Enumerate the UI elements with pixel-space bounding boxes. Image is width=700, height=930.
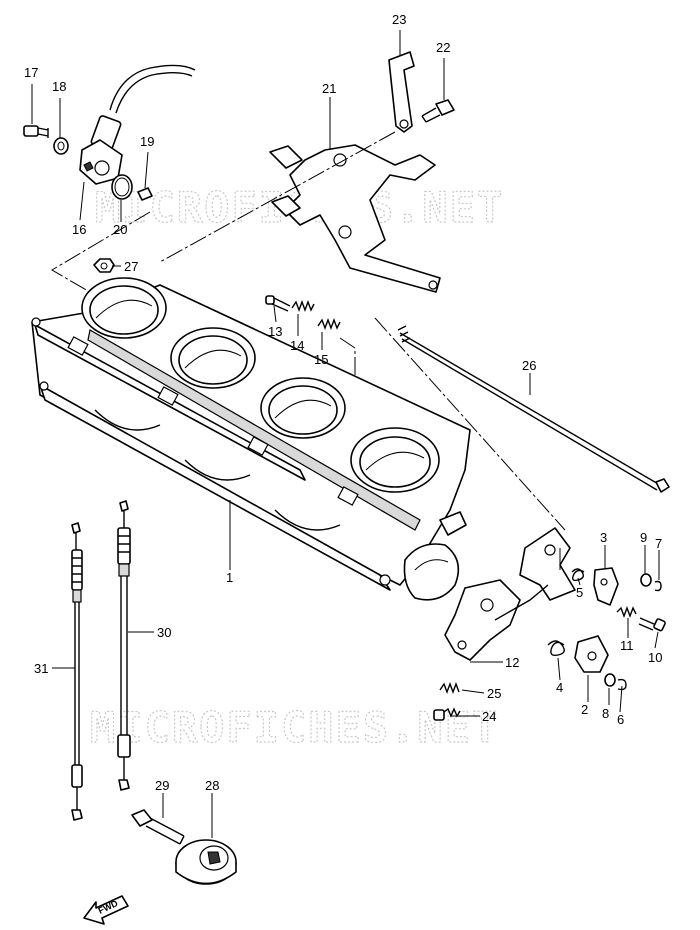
throttle-body-assembly [31, 277, 471, 601]
callout-21: 21 [322, 81, 336, 96]
cable-30 [117, 500, 131, 791]
callout-13: 13 [268, 324, 282, 339]
screw-24 [433, 707, 461, 721]
callout-1: 1 [226, 570, 233, 585]
callout-8: 8 [602, 706, 609, 721]
rod-26 [397, 325, 670, 493]
washer-9 [640, 573, 652, 587]
callout-30: 30 [157, 625, 171, 640]
clip-7 [654, 580, 662, 592]
spring-5 [571, 568, 585, 582]
callout-24: 24 [482, 709, 496, 724]
callout-15: 15 [314, 352, 328, 367]
bolt-22 [421, 99, 455, 123]
callout-18: 18 [52, 79, 66, 94]
callout-5: 5 [576, 585, 583, 600]
leader-26 [374, 317, 566, 531]
lever-3 [593, 567, 619, 606]
bore-1 [81, 277, 167, 339]
nut-27 [93, 258, 115, 273]
bolt-29 [131, 809, 185, 845]
callout-17: 17 [24, 65, 38, 80]
washer-18 [53, 137, 69, 155]
cable-31 [71, 522, 83, 821]
callout-leaders [31, 30, 660, 838]
callout-27: 27 [124, 259, 138, 274]
callout-7: 7 [655, 536, 662, 551]
callout-20: 20 [113, 222, 127, 237]
callout-23: 23 [392, 12, 406, 27]
throttle-position-sensor [79, 64, 196, 185]
leader-16 [51, 211, 151, 299]
callout-25: 25 [487, 686, 501, 701]
callout-16: 16 [72, 222, 86, 237]
callout-2: 2 [581, 702, 588, 717]
callout-11: 11 [620, 638, 634, 653]
cap-28 [175, 839, 237, 885]
clamp-23 [388, 51, 415, 133]
part-19 [137, 187, 153, 201]
lever-12 [444, 579, 549, 661]
linkage-plate-upper [519, 527, 576, 601]
callout-4: 4 [556, 680, 563, 695]
fwd-arrow-icon: FWD [83, 895, 129, 925]
screw-17 [23, 125, 49, 138]
callout-3: 3 [600, 530, 607, 545]
spring-4 [547, 640, 565, 657]
callout-29: 29 [155, 778, 169, 793]
callout-12: 12 [505, 655, 519, 670]
callout-14: 14 [290, 338, 304, 353]
spring-14 [291, 300, 315, 312]
callout-labels: 17 18 19 16 20 27 21 23 22 13 14 15 26 1… [24, 12, 662, 793]
callout-19: 19 [140, 134, 154, 149]
bore-3 [260, 377, 346, 439]
callout-26: 26 [522, 358, 536, 373]
callout-31: 31 [34, 661, 48, 676]
callout-22: 22 [436, 40, 450, 55]
screw-13 [265, 295, 291, 312]
washer-8 [604, 673, 616, 687]
watermark-bottom: MICROFICHES.NET [90, 703, 499, 752]
spring-15 [317, 318, 341, 330]
callout-6: 6 [617, 712, 624, 727]
bore-4 [350, 427, 440, 493]
spring-25 [439, 682, 460, 694]
callout-9: 9 [640, 530, 647, 545]
callout-10: 10 [648, 650, 662, 665]
bore-2 [170, 327, 256, 389]
leader-21 [159, 131, 396, 263]
spring-11 [616, 606, 637, 618]
callout-28: 28 [205, 778, 219, 793]
bracket-21 [269, 144, 441, 293]
screw-10 [638, 617, 666, 632]
